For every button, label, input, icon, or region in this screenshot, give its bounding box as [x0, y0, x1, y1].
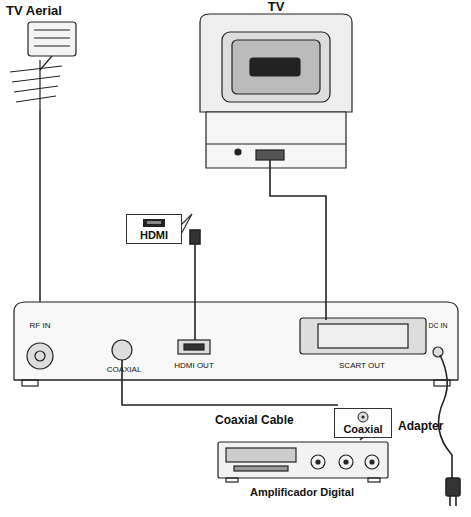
cables — [122, 160, 460, 506]
connector-icon — [139, 217, 169, 229]
hdmi-callout: HDMI — [126, 214, 182, 244]
callout-text: HDMI — [132, 229, 176, 241]
port-label: COAXIAL — [107, 366, 142, 375]
port-label: HDMI OUT — [174, 362, 214, 371]
callout-text: Coaxial — [340, 423, 386, 435]
port-label: RF IN — [30, 322, 51, 331]
receiver-box — [14, 302, 458, 386]
tv-set — [200, 14, 352, 168]
tv-aerial — [10, 22, 76, 345]
cable-label: Coaxial Cable — [215, 414, 294, 427]
coaxial-callout: Coaxial — [334, 408, 392, 438]
port-label: SCART OUT — [339, 362, 385, 371]
aerial-label: TV Aerial — [6, 4, 62, 18]
port-label: DC IN — [428, 322, 447, 330]
tv-label: TV — [268, 0, 285, 14]
device-label: Amplificador Digital — [250, 486, 354, 498]
adapter-label: Adapter — [398, 420, 443, 433]
amplifier — [218, 442, 388, 482]
connector-icon — [348, 411, 378, 423]
